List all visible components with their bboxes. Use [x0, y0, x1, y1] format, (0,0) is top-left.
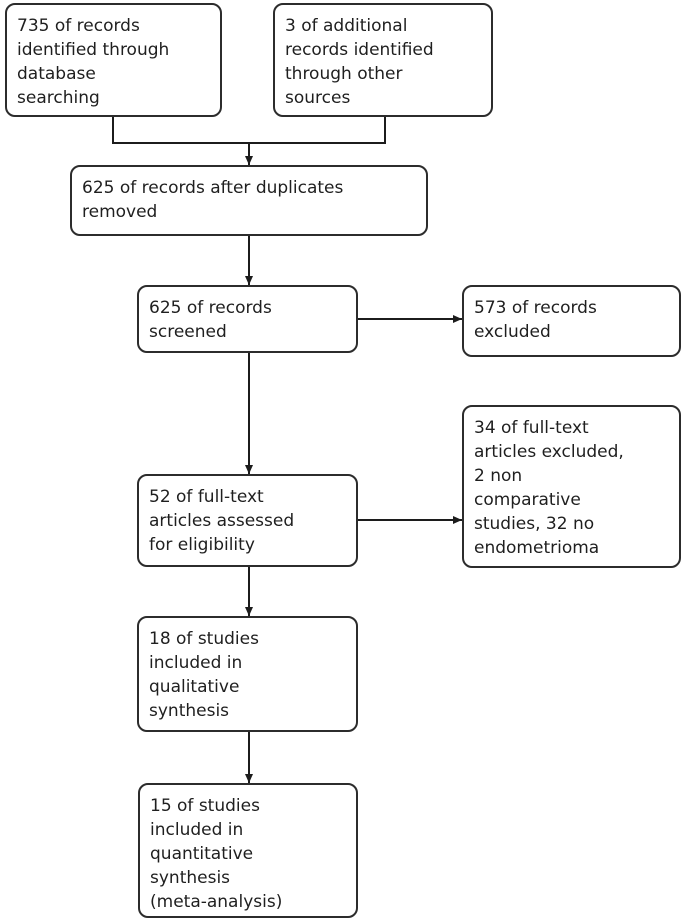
node-records-identified-database: 735 of records identified through databa… [5, 3, 222, 117]
node-records-screened-label: 625 of records screened [149, 298, 272, 342]
node-records-after-duplicates-label: 625 of records after duplicates removed [82, 178, 344, 222]
node-records-identified-database-label: 735 of records identified through databa… [17, 16, 170, 108]
node-qualitative-synthesis: 18 of studies included in qualitative sy… [137, 616, 358, 732]
node-fulltext-excluded-label: 34 of full-text articles excluded, 2 non… [474, 418, 624, 558]
node-fulltext-assessed-label: 52 of full-text articles assessed for el… [149, 487, 295, 555]
node-quantitative-synthesis-label: 15 of studies included in quantitative s… [150, 796, 283, 912]
node-records-identified-other: 3 of additional records identified throu… [273, 3, 493, 117]
node-fulltext-excluded: 34 of full-text articles excluded, 2 non… [462, 405, 681, 568]
node-records-identified-other-label: 3 of additional records identified throu… [285, 16, 434, 108]
node-records-after-duplicates: 625 of records after duplicates removed [70, 165, 428, 236]
node-qualitative-synthesis-label: 18 of studies included in qualitative sy… [149, 629, 259, 721]
edge-merge-bracket [112, 117, 386, 144]
node-records-screened: 625 of records screened [137, 285, 358, 353]
node-records-excluded-label: 573 of records excluded [474, 298, 597, 342]
node-quantitative-synthesis: 15 of studies included in quantitative s… [138, 783, 358, 918]
node-fulltext-assessed: 52 of full-text articles assessed for el… [137, 474, 358, 567]
node-records-excluded: 573 of records excluded [462, 285, 681, 357]
